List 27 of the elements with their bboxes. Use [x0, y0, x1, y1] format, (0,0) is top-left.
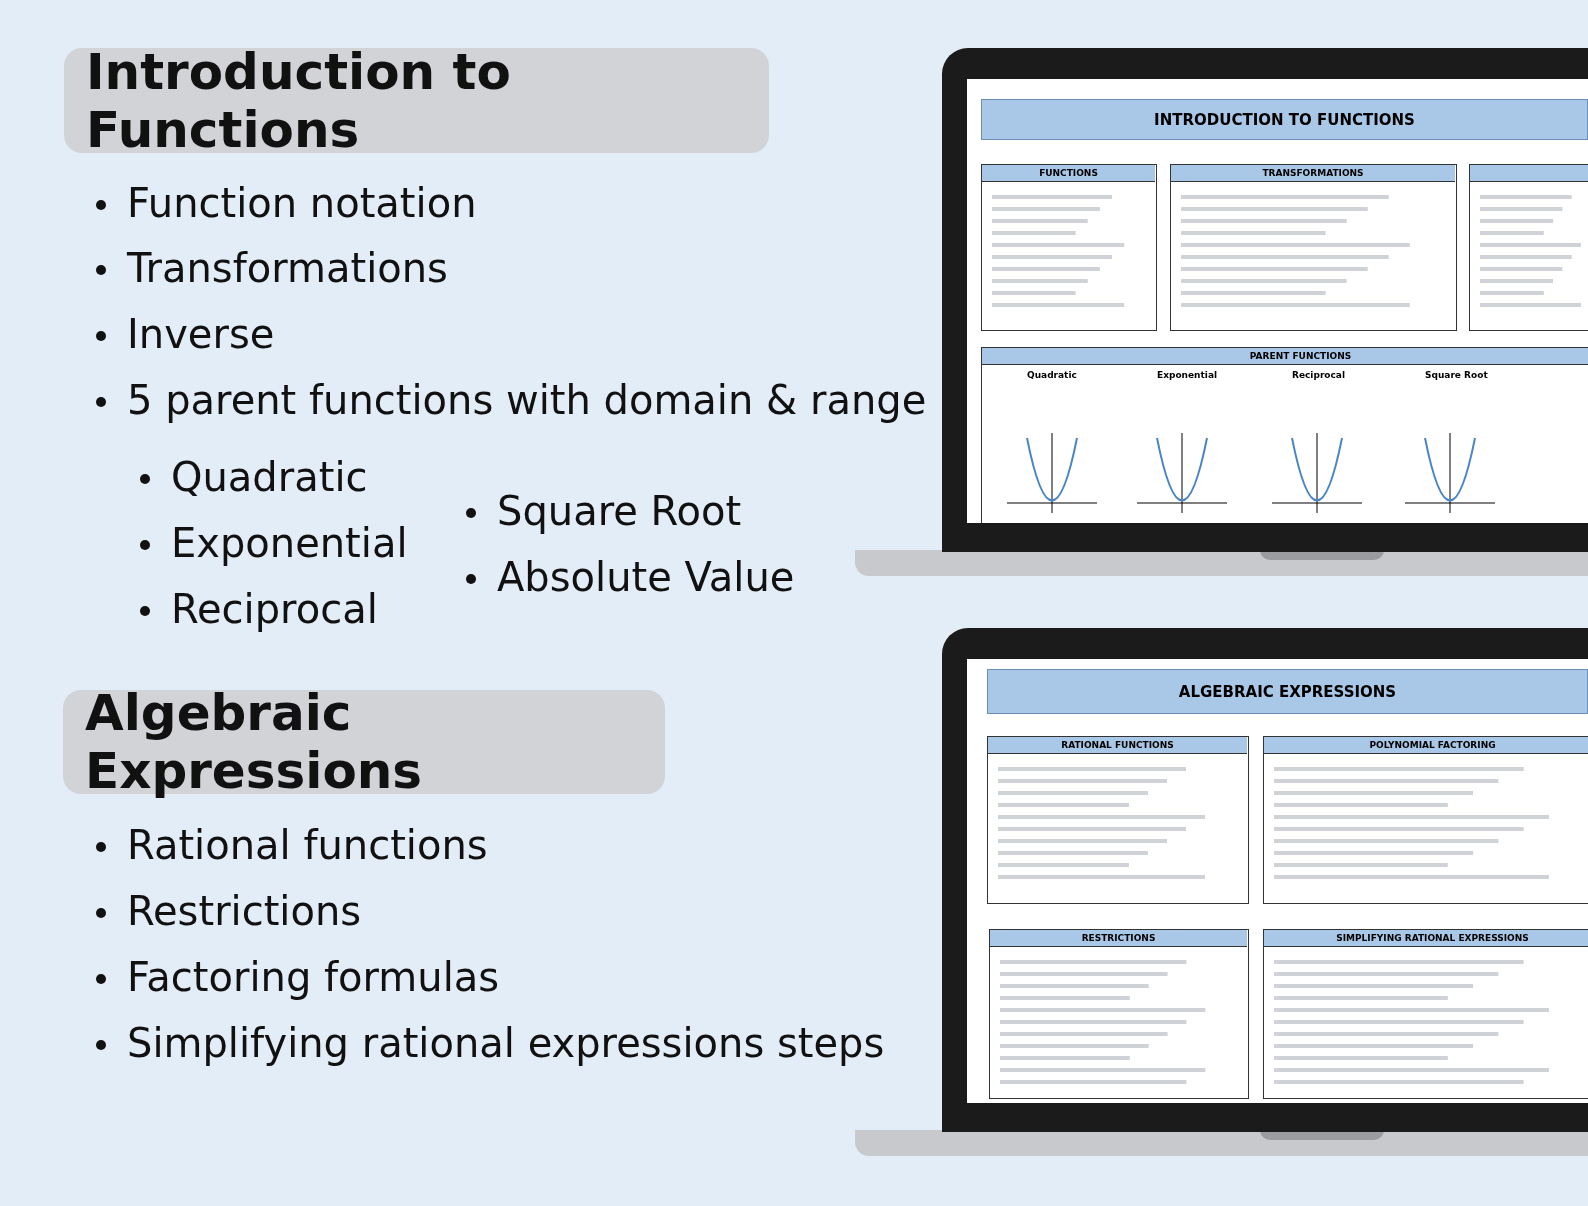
column-heading: Reciprocal: [1292, 370, 1345, 380]
section-heading: Introduction to Functions: [64, 48, 769, 153]
bullet-text: Restrictions: [127, 887, 362, 935]
bullet-text: Square Root: [497, 487, 742, 535]
bullet-text: Function notation: [127, 179, 477, 227]
section-header: RATIONAL FUNCTIONS: [988, 737, 1247, 754]
bullet-text: Exponential: [171, 519, 408, 567]
worksheet-title: INTRODUCTION TO FUNCTIONS: [981, 99, 1588, 140]
bullet-text: Transformations: [127, 244, 448, 292]
bullet-text: 5 parent functions with domain & range: [127, 376, 927, 424]
section-header: FUNCTIONS: [982, 165, 1155, 182]
column-heading: Square Root: [1425, 370, 1488, 380]
bullet-text: Simplifying rational expressions steps: [127, 1019, 885, 1067]
section-header: PARENT FUNCTIONS: [982, 348, 1588, 365]
section-header: SIMPLIFYING RATIONAL EXPRESSIONS: [1264, 930, 1588, 947]
bullet-text: Rational functions: [127, 821, 488, 869]
section-header: RESTRICTIONS: [990, 930, 1247, 947]
bullet-text: Quadratic: [171, 453, 368, 501]
column-heading: Quadratic: [1027, 370, 1077, 380]
column-heading: Exponential: [1157, 370, 1218, 380]
bullet-text: Reciprocal: [171, 585, 378, 633]
section-header: POLYNOMIAL FACTORING: [1264, 737, 1588, 754]
bullet-text: Factoring formulas: [127, 953, 500, 1001]
bullet-text: Absolute Value: [497, 553, 795, 601]
worksheet-title: ALGEBRAIC EXPRESSIONS: [987, 669, 1588, 714]
bullet-text: Inverse: [127, 310, 275, 358]
section-header: TRANSFORMATIONS: [1171, 165, 1455, 182]
